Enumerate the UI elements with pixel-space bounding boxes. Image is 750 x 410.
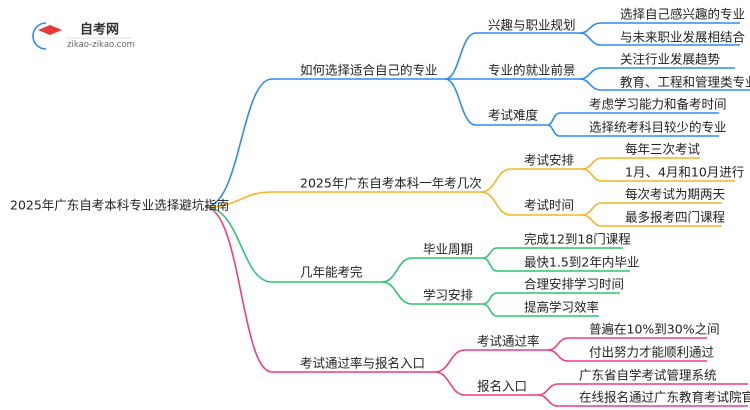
connector: [204, 191, 481, 208]
leaf-node[interactable]: 教育、工程和管理类专业: [620, 75, 750, 90]
connector: [537, 394, 748, 407]
connector: [482, 303, 599, 317]
connector: [204, 78, 445, 208]
connector: [482, 257, 630, 272]
leaf-node[interactable]: 每年三次考试: [625, 142, 701, 157]
leaf-node[interactable]: 完成12到18门课程: [524, 232, 631, 247]
branch-connectors-3: [204, 206, 630, 317]
leaf-node[interactable]: 1月、4月和10月进行: [625, 165, 744, 180]
leaf-node[interactable]: 每次考试为期两天: [625, 187, 726, 202]
connector: [480, 191, 582, 216]
leaf-node[interactable]: 合理安排学习时间: [524, 277, 624, 292]
leaf-node[interactable]: 普遍在10%到30%之间: [589, 322, 720, 337]
connector: [204, 206, 435, 373]
leaf-node[interactable]: 关注行业发展趋势: [620, 52, 721, 67]
subtopic-node[interactable]: 考试安排: [524, 153, 575, 168]
logo-url: zikao-zikao.com: [67, 40, 135, 50]
connector: [434, 371, 538, 396]
subtopic-node[interactable]: 学习安排: [423, 288, 474, 303]
subtopic-node[interactable]: 兴趣与职业规划: [488, 18, 576, 33]
leaf-node[interactable]: 付出努力才能顺利通过: [589, 345, 715, 360]
connector: [581, 202, 722, 216]
subtopic-node[interactable]: 考试难度: [488, 108, 539, 123]
connector: [547, 349, 707, 362]
connector: [204, 206, 382, 283]
branch-node[interactable]: 几年能考完: [300, 265, 363, 280]
connector: [547, 124, 719, 137]
subtopic-node[interactable]: 毕业周期: [423, 242, 473, 257]
leaf-node[interactable]: 在线报名通过广东教育考试院官网: [579, 390, 750, 405]
logo: 自考网 zikao-zikao.com: [32, 22, 135, 50]
connector: [381, 281, 483, 305]
connector: [444, 78, 548, 126]
branch-node[interactable]: 2025年广东自考本科一年考几次: [300, 176, 482, 191]
connector: [480, 168, 582, 193]
branch-node[interactable]: 考试通过率与报名入口: [300, 356, 425, 371]
connector: [581, 157, 700, 170]
leaf-node[interactable]: 选择自己感兴趣的专业: [620, 7, 745, 22]
leaf-node[interactable]: 提高学习效率: [524, 300, 599, 315]
logo-arc-icon: [32, 22, 47, 50]
connector: [581, 168, 735, 182]
connector: [444, 32, 580, 80]
branch-connectors-2: [204, 157, 735, 227]
leaf-node[interactable]: 与未来职业发展相结合: [620, 30, 746, 45]
subtopic-node[interactable]: 专业的就业前景: [488, 63, 576, 78]
branch-connectors-4: [204, 206, 748, 407]
logo-name: 自考网: [80, 22, 119, 38]
connector: [579, 78, 750, 91]
branch-node[interactable]: 如何选择适合自己的专业: [300, 63, 438, 78]
connector: [547, 337, 707, 351]
connector: [381, 257, 483, 283]
subtopic-node[interactable]: 报名入口: [477, 379, 527, 394]
connector: [581, 214, 722, 227]
leaf-node[interactable]: 广东省自学考试管理系统: [579, 368, 717, 383]
root-node[interactable]: 2025年广东自考本科专业选择避坑指南: [10, 198, 229, 213]
leaf-node[interactable]: 最快1.5到2年内毕业: [524, 255, 639, 270]
subtopic-node[interactable]: 考试通过率: [477, 334, 540, 349]
subtopic-node[interactable]: 考试时间: [524, 198, 574, 213]
branch-connectors-1: [204, 22, 750, 208]
connector: [579, 32, 740, 46]
leaf-node[interactable]: 考虑学习能力和备考时间: [589, 97, 727, 112]
leaf-node[interactable]: 最多报考四门课程: [625, 210, 726, 225]
connector: [434, 349, 548, 373]
graduation-cap-icon: [38, 25, 62, 35]
leaf-node[interactable]: 选择统考科目较少的专业: [589, 120, 727, 135]
